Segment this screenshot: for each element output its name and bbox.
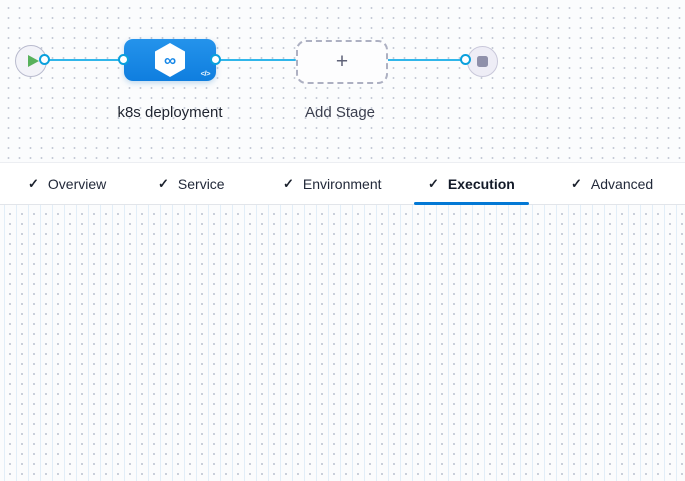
tab-environment[interactable]: ✓ Environment	[283, 175, 382, 192]
check-icon: ✓	[283, 175, 294, 191]
check-icon: ✓	[571, 175, 582, 191]
check-icon: ✓	[428, 175, 439, 191]
connector-port[interactable]	[39, 54, 50, 65]
check-icon: ✓	[28, 175, 39, 191]
stage-node-k8s-deployment[interactable]: ∞ </>	[124, 39, 216, 81]
tab-advanced[interactable]: ✓ Advanced	[571, 175, 654, 192]
plus-icon: +	[335, 49, 349, 73]
check-icon: ✓	[158, 175, 169, 191]
stop-icon	[477, 56, 488, 67]
connector-port[interactable]	[460, 54, 471, 65]
play-icon	[27, 55, 39, 67]
tab-overview[interactable]: ✓ Overview	[28, 175, 107, 192]
connector-edge	[216, 58, 296, 62]
connector-port[interactable]	[118, 54, 129, 65]
infinity-glyph: ∞	[163, 50, 177, 70]
tab-execution[interactable]: ✓ Execution	[414, 163, 529, 205]
execution-graph: </>	[0, 205, 685, 481]
pipeline-end-node[interactable]	[467, 46, 498, 77]
add-stage-button[interactable]: +	[296, 40, 388, 84]
connector-edge	[384, 58, 466, 62]
stage-config-tabs: ✓ Overview ✓ Service ✓ Environment ✓ Exe…	[0, 162, 685, 205]
add-stage-label: Add Stage	[304, 104, 376, 121]
code-icon: </>	[200, 69, 211, 78]
tab-service[interactable]: ✓ Service	[158, 175, 225, 192]
harness-cd-hexagon-infinity-icon: ∞	[155, 43, 185, 77]
stage-pipeline-graph: ∞ </> + k8s deployment Add Stage	[0, 0, 685, 162]
connector-port[interactable]	[210, 54, 221, 65]
connector-edge	[45, 58, 124, 62]
stage-label: k8s deployment	[117, 104, 223, 121]
